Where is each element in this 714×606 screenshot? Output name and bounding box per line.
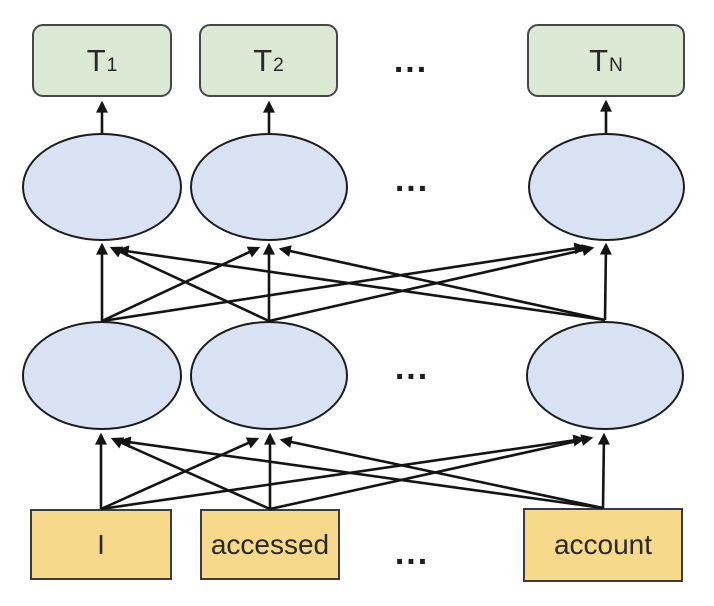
ellipsis-input-row: ... <box>394 534 430 573</box>
output-token-subscript: 2 <box>273 55 284 77</box>
ellipsis-hidden-layer1-row: ... <box>394 349 430 388</box>
input-token-box-account: account <box>523 508 683 582</box>
hidden-node-layer1-1 <box>22 321 182 430</box>
hidden-node-layer2-2 <box>190 133 348 241</box>
output-token-subscript: 1 <box>106 55 118 77</box>
hidden-node-layer1-2 <box>190 321 348 430</box>
input-token-box-accessed: accessed <box>200 509 340 580</box>
ellipsis-hidden-layer2-row: ... <box>394 161 430 200</box>
input-token-box-i: I <box>30 509 172 580</box>
input-token-label: I <box>97 528 105 560</box>
arrows-hidden1-to-hidden2 <box>96 242 612 323</box>
hidden-node-layer2-n <box>528 133 685 241</box>
hidden-node-layer1-n <box>526 321 684 430</box>
input-token-label: accessed <box>210 528 330 560</box>
output-token-label: T <box>86 42 106 78</box>
ellipsis-output-row: ... <box>393 42 429 81</box>
arrows-hidden2-to-output <box>96 99 612 133</box>
arrows-input-to-hidden1 <box>95 432 610 511</box>
output-token-label: T <box>253 42 273 78</box>
hidden-node-layer2-1 <box>22 133 182 241</box>
output-token-subscript: N <box>609 55 623 77</box>
input-token-label: account <box>553 529 653 560</box>
output-token-label: T <box>589 42 609 78</box>
